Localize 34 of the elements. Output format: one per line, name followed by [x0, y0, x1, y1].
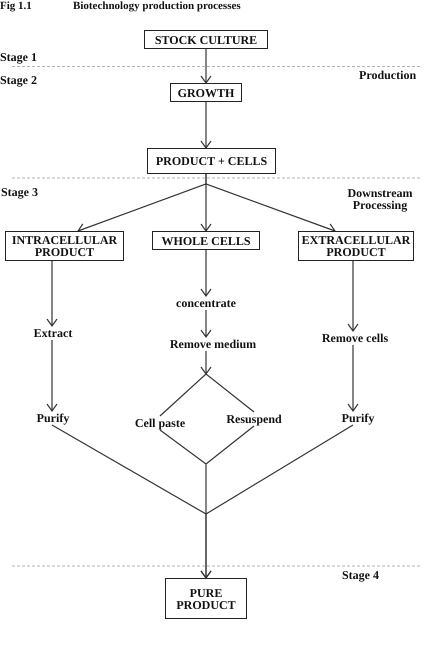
step-text: Remove cells: [322, 331, 388, 345]
process-box: STOCK CULTURE: [144, 30, 268, 49]
process-box: WHOLE CELLS: [152, 231, 260, 250]
step-text: concentrate: [176, 296, 236, 310]
step-text: Resuspend: [226, 412, 282, 426]
arrow: [200, 49, 212, 84]
arrow: [46, 261, 58, 327]
arrow: [200, 250, 212, 297]
figure-title: Biotechnology production processes: [73, 0, 241, 13]
stage-label: Stage 2: [0, 73, 37, 87]
phase-label: Downstream Processing: [346, 187, 414, 211]
arrow: [200, 351, 212, 375]
step-text: Purify: [36, 411, 70, 425]
step-text: Cell paste: [134, 416, 186, 430]
process-box: INTRACELLULAR PRODUCT: [5, 231, 124, 261]
stage-label: Stage 4: [342, 568, 379, 582]
process-box: PRODUCT + CELLS: [147, 148, 276, 174]
arrow: [347, 261, 359, 332]
arrow: [347, 345, 359, 412]
process-box: GROWTH: [170, 83, 242, 102]
arrow: [200, 310, 212, 338]
arrow: [200, 424, 354, 579]
arrow: [205, 174, 336, 234]
process-box: PURE PRODUCT: [165, 578, 247, 619]
stage-label: Stage 3: [1, 185, 38, 199]
step-text: Purify: [342, 411, 374, 425]
phase-label: Production: [359, 68, 416, 82]
step-text: Extract: [34, 326, 72, 340]
process-box: EXTRACELLULAR PRODUCT: [298, 231, 414, 261]
arrow: [46, 340, 58, 412]
step-text: Remove medium: [170, 337, 256, 351]
figure-number: Fig 1.1: [0, 0, 32, 13]
arrow: [200, 102, 212, 149]
stage-label: Stage 1: [0, 50, 37, 64]
